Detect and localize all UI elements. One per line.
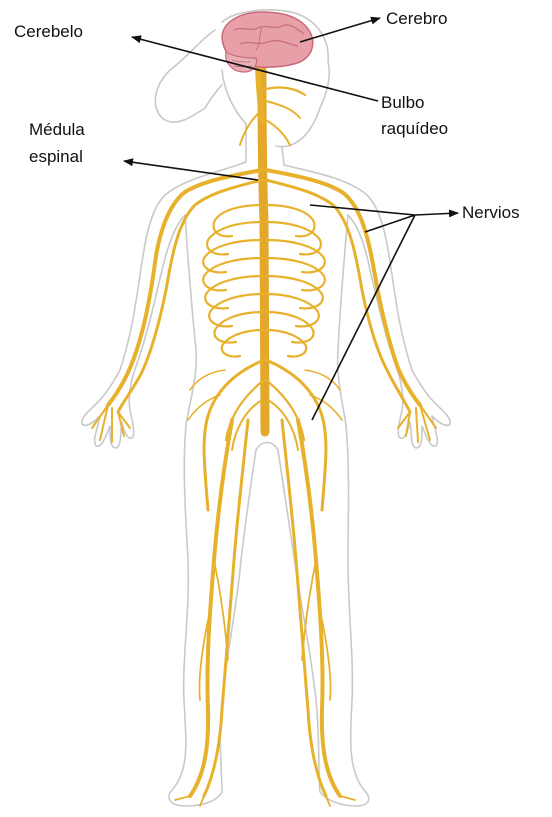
spinal-cord — [262, 70, 265, 432]
brain-icon — [222, 12, 313, 72]
label-cerebro: Cerebro — [386, 9, 447, 28]
label-nervios: Nervios — [462, 203, 520, 222]
label-medula-line2: espinal — [29, 147, 83, 166]
nervios-arrow — [415, 213, 458, 215]
medula-arrow — [124, 161, 258, 180]
label-cerebelo: Cerebelo — [14, 22, 83, 41]
label-bulbo-line2: raquídeo — [381, 119, 448, 138]
label-bulbo-line1: Bulbo — [381, 93, 424, 112]
nerve-network — [92, 62, 436, 806]
leader-lines — [124, 18, 458, 420]
label-medula-line1: Médula — [29, 120, 85, 139]
nervios-line-1 — [310, 205, 415, 215]
